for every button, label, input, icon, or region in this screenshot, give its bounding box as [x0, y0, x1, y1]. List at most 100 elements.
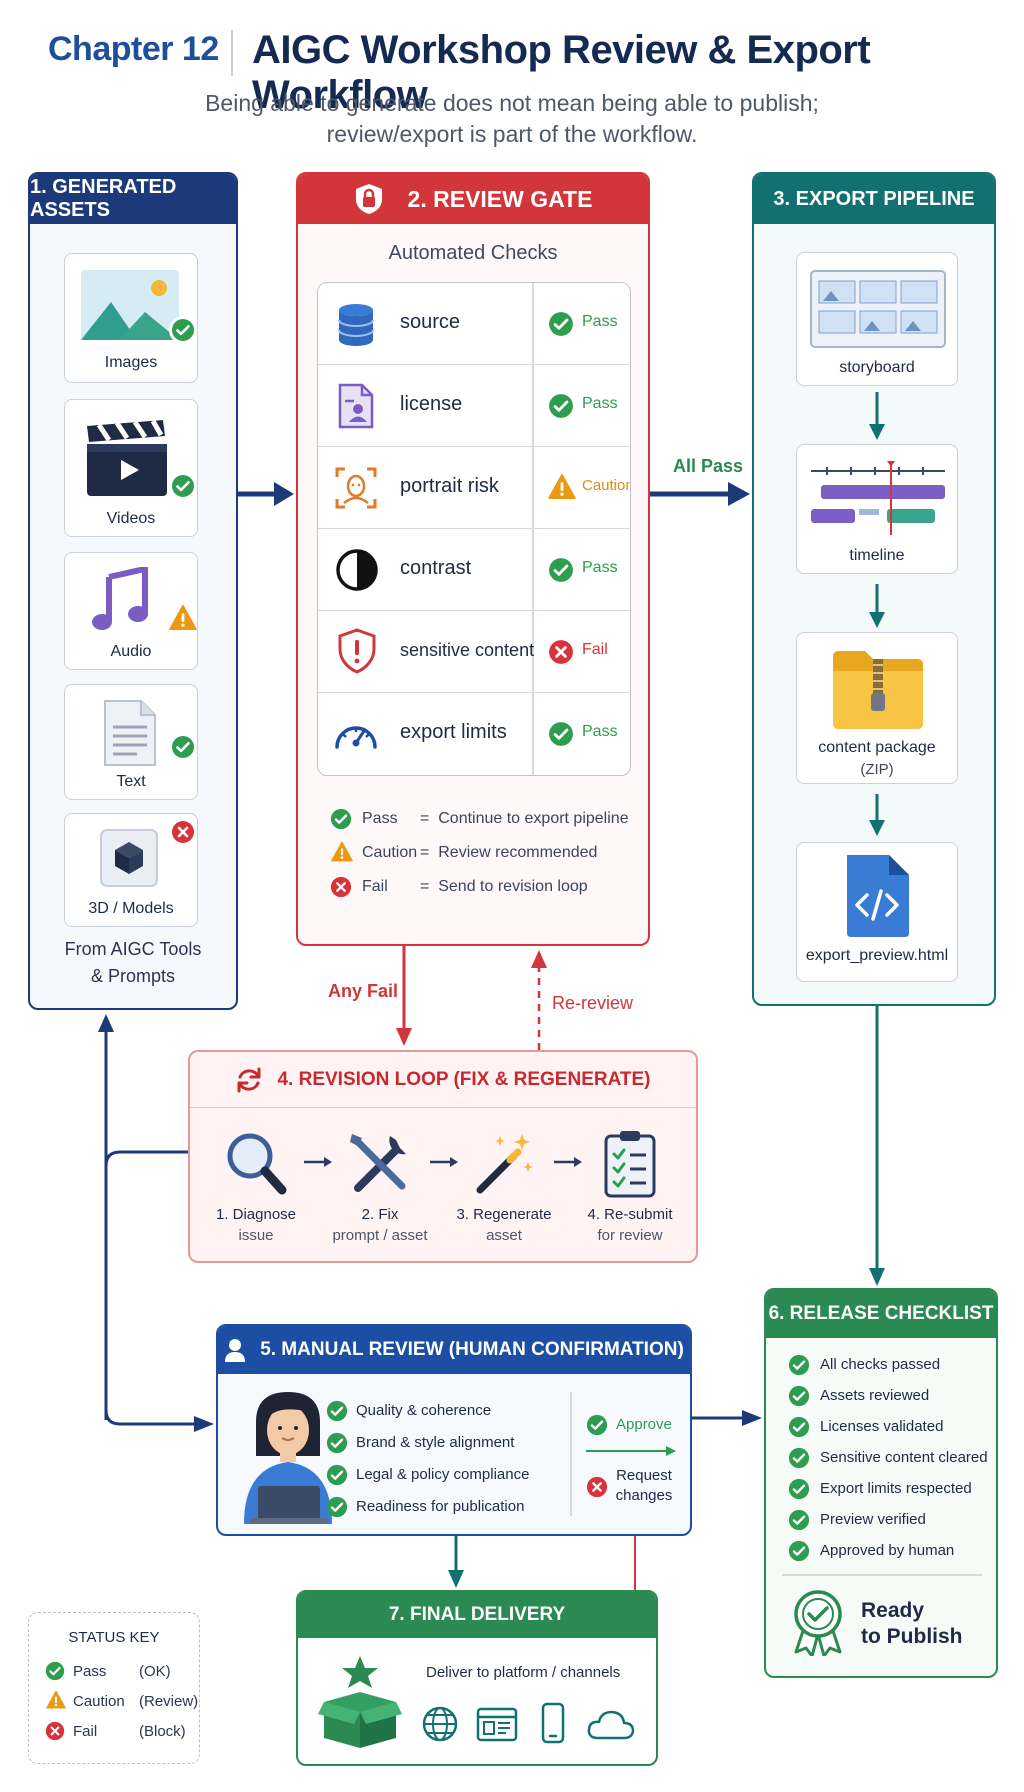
legend-desc-text: Review recommended [438, 844, 598, 861]
warning-shield-icon [338, 628, 376, 674]
timeline-icon [811, 461, 945, 535]
any-fail-label: Any Fail [328, 981, 399, 1001]
revision-step-arrows [304, 1157, 582, 1167]
asset-card-audio[interactable]: Audio [64, 552, 198, 670]
export-step-label: timeline [849, 547, 905, 564]
status-key-note: (OK) [139, 1663, 171, 1680]
check-name: license [400, 393, 463, 415]
revision-step-title: 1. Diagnose [215, 1206, 297, 1223]
revision-loop-title: 4. REVISION LOOP (FIX & REGENERATE) [277, 1068, 651, 1090]
globe-icon [422, 1706, 458, 1742]
asset-label: 3D / Models [88, 900, 174, 917]
lock-shield-icon [355, 184, 382, 214]
music-note-icon [92, 567, 148, 630]
mobile-phone-icon [541, 1702, 565, 1744]
automated-checks-title: Automated Checks [388, 242, 558, 264]
manual-review-panel: 5. MANUAL REVIEW (HUMAN CONFIRMATION) Qu… [216, 1324, 692, 1536]
revision-loop-header: 4. REVISION LOOP (FIX & REGENERATE) [190, 1052, 696, 1108]
cloud-icon [587, 1710, 635, 1740]
export-step-content-package[interactable]: content package (ZIP) [796, 632, 958, 784]
caution-icon [331, 841, 353, 862]
checks-column-divider [532, 283, 534, 775]
loop-back-connector [98, 1014, 214, 1432]
checklist-item-text: Preview verified [820, 1511, 926, 1528]
status-key-label: Pass [73, 1663, 107, 1680]
storyboard-icon [810, 270, 946, 348]
asset-card-videos[interactable]: Videos [64, 399, 198, 537]
asset-card-3d-models[interactable]: 3D / Models [64, 813, 198, 927]
arrow-review-to-delivery [448, 1536, 464, 1588]
checks-table: source Pass license Pass [317, 282, 631, 776]
export-step-timeline[interactable]: timeline [796, 444, 958, 574]
fail-badge-icon [169, 818, 197, 846]
cube-icon [100, 829, 158, 887]
manual-review-item: Legal & policy compliance [326, 1464, 529, 1486]
ready-to-publish: Ready to Publish [861, 1598, 963, 1650]
arrow-any-fail [396, 946, 412, 1046]
manual-review-item: Quality & coherence [326, 1400, 492, 1422]
revision-loop-panel: 4. REVISION LOOP (FIX & REGENERATE) 1. D… [188, 1050, 698, 1263]
legend-sep: = [420, 878, 430, 895]
checklist-item-text: Approved by human [820, 1542, 955, 1559]
pass-icon [326, 1432, 348, 1454]
fail-icon [45, 1721, 65, 1741]
subtitle-line-1: Being able to generate does not mean bei… [205, 90, 819, 116]
tools-icon [350, 1134, 406, 1192]
release-checklist-title: 6. RELEASE CHECKLIST [766, 1290, 996, 1338]
revision-step-sub: for review [597, 1227, 663, 1244]
manual-review-item-text: Quality & coherence [356, 1402, 492, 1419]
check-name: export limits [400, 721, 507, 743]
reviewer-avatar [244, 1392, 332, 1524]
check-status: Caution [582, 477, 631, 494]
browser-window-icon [476, 1707, 518, 1742]
legend-key: Pass [362, 810, 398, 827]
revision-step-sub: issue [238, 1227, 274, 1244]
pass-icon [548, 311, 574, 337]
contrast-icon [336, 549, 378, 591]
status-key: STATUS KEY Pass (OK) Caution (Review) Fa… [28, 1612, 200, 1764]
caution-icon [548, 473, 576, 500]
export-step-preview[interactable]: export_preview.html [796, 842, 958, 982]
request-changes-label: Request changes [612, 1466, 676, 1506]
status-key-title: STATUS KEY [68, 1629, 160, 1646]
manual-review-item: Brand & style alignment [326, 1432, 515, 1454]
refresh-icon [237, 1067, 261, 1092]
legend-desc-text: Continue to export pipeline [438, 810, 629, 827]
export-step-storyboard[interactable]: storyboard [796, 252, 958, 386]
pass-icon [788, 1540, 810, 1562]
ready-line-2: to Publish [861, 1625, 963, 1648]
checklist-item-text: Licenses validated [820, 1418, 944, 1435]
code-file-icon [847, 855, 909, 937]
clapperboard-icon [87, 419, 167, 496]
export-step-sublabel: (ZIP) [860, 761, 894, 778]
status-key-note: (Block) [139, 1723, 186, 1740]
pass-icon [586, 1414, 608, 1436]
zip-folder-icon [833, 651, 923, 729]
caution-badge-icon [169, 604, 197, 631]
arrow-gate-to-export [650, 482, 750, 506]
subtitle-line-2: review/export is part of the workflow. [326, 121, 698, 147]
approve-arrow [586, 1446, 676, 1456]
pass-icon [548, 721, 574, 747]
pass-icon [326, 1464, 348, 1486]
legend-desc: = Send to revision loop [420, 878, 588, 896]
manual-review-item-text: Brand & style alignment [356, 1434, 515, 1451]
check-name: sensitive content [400, 640, 535, 660]
asset-card-images[interactable]: Images [64, 253, 198, 383]
checklist-item-text: All checks passed [820, 1356, 941, 1373]
pass-icon [788, 1385, 810, 1407]
pass-icon [788, 1447, 810, 1469]
fail-icon [586, 1476, 608, 1498]
magic-wand-icon [476, 1134, 533, 1194]
person-icon [225, 1339, 246, 1362]
asset-card-text[interactable]: Text [64, 684, 198, 800]
check-name: source [400, 311, 461, 333]
caution-icon [46, 1690, 66, 1709]
asset-label: Images [104, 354, 158, 371]
pass-icon [548, 557, 574, 583]
fail-icon [548, 639, 574, 665]
revision-step-title: 4. Re-submit [587, 1206, 673, 1223]
pass-badge-icon [169, 472, 197, 500]
legend-desc: = Review recommended [420, 844, 597, 862]
status-key-label: Caution [73, 1693, 125, 1710]
